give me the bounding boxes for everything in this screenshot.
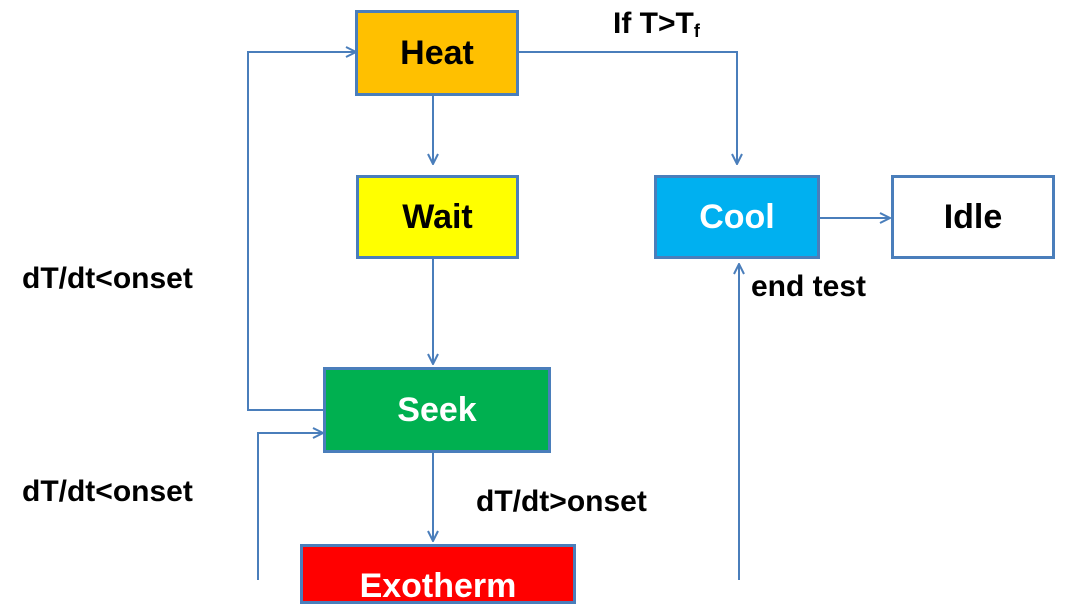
cool-state-box: Cool (654, 175, 820, 259)
cool-state-label: Cool (699, 197, 775, 236)
wait-state-label: Wait (402, 197, 473, 236)
seek-to-exotherm-condition: dT/dt>onset (476, 485, 647, 518)
seek-loop-upper-condition: dT/dt<onset (22, 262, 193, 295)
exotherm-state-box: Exotherm (300, 544, 576, 604)
heat-to-cool-condition-subscript: f (693, 21, 700, 41)
end-test-condition: end test (751, 270, 867, 303)
heat-to-cool-condition-main: If T>T (613, 7, 694, 40)
seek-state-label: Seek (397, 390, 477, 429)
arrow-seek-to-heat (247, 52, 356, 411)
arrow-exotherm-to-seek (257, 433, 323, 580)
heat-to-cool-condition: If T>Tf (613, 7, 700, 41)
arrow-heat-to-cool (518, 51, 737, 164)
heat-state-box: Heat (355, 10, 519, 96)
idle-state-label: Idle (943, 197, 1003, 236)
seek-state-box: Seek (323, 367, 551, 453)
exotherm-state-label: Exotherm (359, 567, 517, 604)
seek-loop-lower-condition: dT/dt<onset (22, 475, 193, 508)
flow-arrows (247, 0, 1068, 580)
wait-state-box: Wait (356, 175, 519, 259)
idle-state-box: Idle (891, 175, 1055, 259)
heat-state-label: Heat (400, 33, 474, 72)
